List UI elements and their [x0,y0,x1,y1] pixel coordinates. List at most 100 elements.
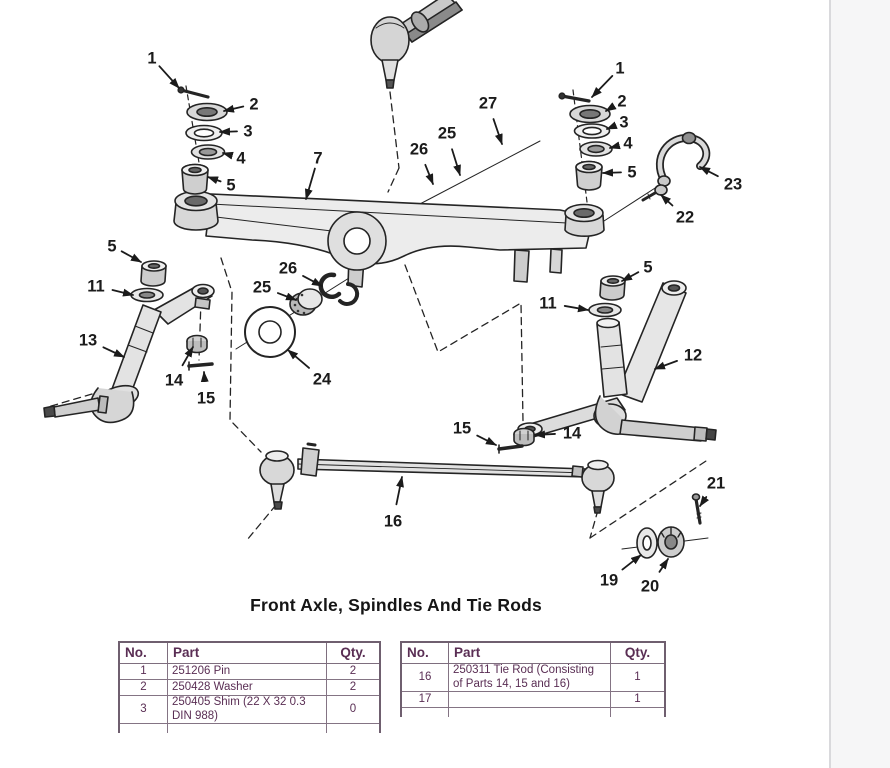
callout-arrow [699,495,709,507]
callout-number: 7 [313,150,322,168]
table-row-partial [400,707,666,718]
callout-number: 25 [438,125,456,143]
callout-arrow [181,346,194,367]
callout-number: 11 [539,295,556,313]
callout-arrow [395,476,404,506]
callout-arrow [591,75,614,98]
callout-number: 1 [615,60,624,78]
callout-arrow [658,558,669,573]
callout-number: 15 [453,420,471,438]
callout-arrow [223,104,245,113]
callout-number: 14 [563,425,582,443]
callout-arrow [302,275,323,287]
callout-arrow [605,102,617,112]
callout-number: 22 [676,209,694,227]
callout-arrow [304,167,316,200]
callout-arrow [424,163,434,185]
callout-arrow [621,554,642,571]
callout-arrow [602,168,622,177]
callout-arrow [276,292,297,301]
column-header: No. [400,641,449,664]
callout-arrow [563,304,589,313]
callout-number: 20 [641,578,659,593]
callout-number: 14 [165,372,184,390]
callout-arrow [102,346,125,358]
empty-cell [167,723,327,734]
callout-number: 27 [479,95,497,113]
callout-arrow [660,194,674,207]
right-kingpin-stack [558,89,613,203]
callout-number: 5 [627,164,636,182]
callout-number: 26 [279,260,297,278]
left-spindle [43,260,215,424]
part-qty: 2 [326,679,381,696]
callout-arrow [158,65,180,89]
steering-stop-clamp [641,131,711,202]
callout-number: 3 [243,123,252,141]
column-header: No. [118,641,168,664]
callout-number: 25 [253,279,271,297]
part-qty: 0 [326,694,381,725]
empty-cell [610,707,666,718]
axle-beam [173,190,605,288]
table-row: 17 1 [400,691,666,709]
part-no: 3 [118,694,168,725]
callout-number: 11 [87,278,104,296]
column-header: Part [167,641,327,664]
callout-number: 5 [107,238,116,256]
callout-arrow [219,127,238,136]
callout-arrow [287,349,310,369]
callout-number: 26 [410,141,428,159]
center-thrust-parts [244,272,360,358]
exploded-diagram: 1234572625271234523225111314152625245111… [43,0,742,593]
part-no: 17 [400,691,449,709]
column-header: Qty. [326,641,381,664]
tie-rod [259,442,615,514]
callout-arrow [207,176,222,185]
table-row-partial [118,723,381,734]
part-name [448,691,611,709]
callout-number: 4 [623,135,633,153]
part-no: 1 [118,663,168,680]
right-spindle [497,275,717,454]
empty-cell [118,723,168,734]
callout-arrow [621,271,640,282]
empty-cell [326,723,381,734]
part-name: 250405 Shim (22 X 32 0.3 DIN 988) [167,694,327,725]
callout-arrow [476,434,497,446]
callout-number: 21 [707,475,725,493]
callout-arrow [200,371,209,383]
callout-arrow [111,288,134,297]
callout-arrow [606,121,618,130]
drag-link-end [370,0,463,89]
callout-number: 2 [617,93,626,111]
tie-rod-fasteners [636,493,702,559]
callout-arrow [451,148,461,176]
callout-arrow [699,166,719,178]
column-header: Part [448,641,611,664]
part-no: 2 [118,679,168,696]
callout-number: 16 [384,513,402,531]
callout-number: 4 [236,150,246,168]
callout-number: 13 [79,332,97,350]
callout-number: 23 [724,176,742,194]
callout-number: 5 [226,177,235,195]
empty-cell [400,707,449,718]
callout-arrow [654,359,678,370]
callout-number: 24 [313,371,332,389]
empty-cell [448,707,611,718]
callout-arrow [492,118,503,145]
callout-number: 19 [600,572,618,590]
column-header: Qty. [610,641,666,664]
assembly-guide-lines [47,91,707,541]
part-qty: 1 [610,691,666,709]
callout-arrow [120,250,142,263]
part-no: 16 [400,662,449,693]
